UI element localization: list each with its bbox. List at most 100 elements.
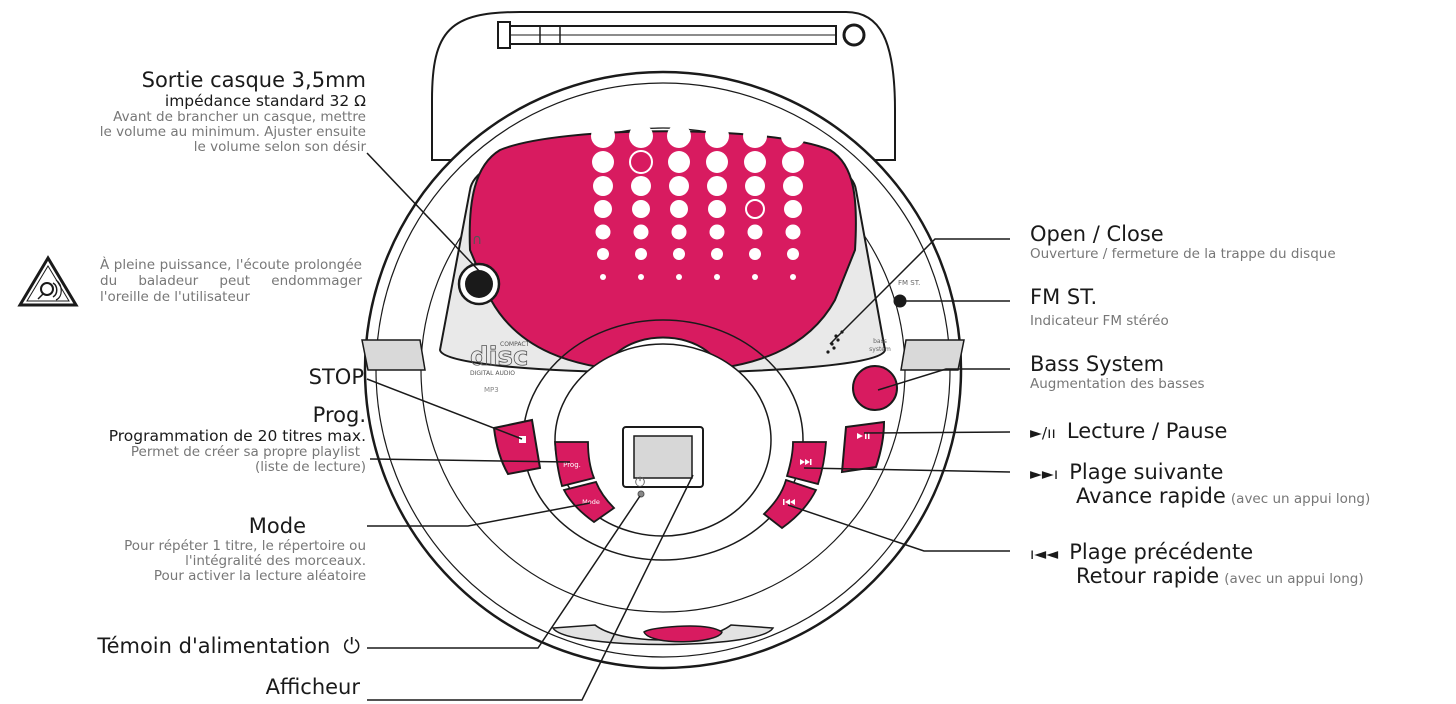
speaker-dot: [747, 224, 763, 240]
speaker-dot: [781, 124, 805, 148]
callout-next: [803, 467, 1011, 473]
speaker-dot: [785, 224, 801, 240]
open-close-title: Open / Close: [1030, 222, 1164, 246]
callout-open-close: [829, 238, 1010, 345]
fm-st-device-label: FM ST.: [898, 279, 920, 287]
headphone-title: Sortie casque 3,5mm: [141, 68, 366, 92]
next-symbol: ►►ı: [1030, 465, 1059, 483]
logo-mp3-text: MP3: [484, 386, 499, 394]
next-track-icon: [800, 459, 812, 465]
speaker-dot: [705, 124, 729, 148]
previous-button[interactable]: [762, 478, 818, 530]
next-line2: Avance rapide: [1076, 483, 1226, 508]
next-note: (avec un appui long): [1230, 490, 1371, 507]
stop-icon: [519, 436, 526, 443]
prog-button[interactable]: Prog.: [554, 441, 596, 488]
prog-desc-1: Permet de créer sa propre playlist: [130, 443, 360, 460]
power-led: [637, 490, 645, 498]
mode-desc-1: Pour répéter 1 titre, le répertoire ou: [124, 537, 366, 554]
play-pause-title: Lecture / Pause: [1066, 419, 1228, 443]
speaker-dot: [667, 124, 691, 148]
speaker-dot-grid: [591, 124, 805, 280]
speaker-dot: [787, 248, 799, 260]
speaker-dot: [706, 151, 728, 173]
speaker-dot: [631, 176, 651, 196]
speaker-dot: [595, 224, 611, 240]
compact-disc-logo: COMPACT disc DIGITAL AUDIO MP3: [470, 341, 530, 394]
open-close-callout: Open / Close Ouverture / fermeture de la…: [1030, 222, 1336, 262]
play-pause-icon: [857, 433, 870, 439]
power-title: Témoin d'alimentation: [97, 634, 331, 658]
speaker-dot: [749, 248, 761, 260]
lcd-display: [622, 426, 704, 488]
prev-note: (avec un appui long): [1224, 570, 1364, 587]
bass-title: Bass System: [1030, 352, 1165, 376]
speaker-dot: [632, 200, 650, 218]
display-title: Afficheur: [265, 675, 360, 699]
display-callout: Afficheur: [265, 675, 360, 700]
speaker-dot: [592, 151, 614, 173]
speaker-dot: [745, 199, 765, 219]
prog-button-label: Prog.: [563, 461, 581, 469]
previous-track-icon: [783, 499, 795, 505]
speaker-dot: [593, 176, 613, 196]
headphone-symbol: ∩: [472, 232, 482, 248]
stop-callout: STOP: [309, 365, 364, 390]
speaker-dot: [591, 124, 615, 148]
prog-desc-2: (liste de lecture): [254, 458, 366, 475]
prog-callout: Prog. Programmation de 20 titres max. Pe…: [109, 403, 366, 475]
prev-title: Plage précédente: [1069, 540, 1254, 564]
power-callout: Témoin d'alimentation ⏻: [97, 634, 360, 659]
hearing-warning-icon: [17, 255, 79, 307]
fm-st-title: FM ST.: [1030, 285, 1098, 309]
bass-label-1: bass: [873, 338, 887, 345]
speaker-dot: [744, 151, 766, 173]
headphone-subtitle: impédance standard 32 Ω: [164, 91, 366, 110]
speaker-dot: [600, 274, 606, 280]
speaker-dot: [709, 224, 725, 240]
headphone-desc-1: Avant de brancher un casque, mettre: [113, 108, 366, 125]
speaker-dot: [635, 248, 647, 260]
callout-stop: [366, 378, 523, 440]
play-pause-button[interactable]: [840, 420, 886, 474]
speaker-dot: [669, 176, 689, 196]
bass-callout: Bass System Augmentation des basses: [1030, 352, 1205, 392]
logo-digital-audio-text: DIGITAL AUDIO: [470, 370, 515, 377]
prev-callout: ı◄◄ Plage précédente Retour rapide (avec…: [1030, 540, 1364, 588]
speaker-dot: [676, 274, 682, 280]
next-button[interactable]: [785, 441, 827, 486]
fm-st-callout: FM ST. Indicateur FM stéréo: [1030, 285, 1169, 329]
speaker-dot: [633, 224, 649, 240]
warning-text: À pleine puissance, l'écoute prolongée d…: [100, 257, 362, 305]
callout-lines: [366, 152, 1011, 701]
fm-st-desc: Indicateur FM stéréo: [1030, 312, 1169, 329]
mode-desc-3: Pour activer la lecture aléatoire: [153, 567, 366, 584]
callout-prog: [369, 458, 571, 463]
next-title: Plage suivante: [1069, 460, 1224, 484]
speaker-dot: [671, 224, 687, 240]
callout-mode: [367, 502, 591, 527]
speaker-dot: [594, 200, 612, 218]
speaker-dot: [670, 200, 688, 218]
speaker-dot: [743, 124, 767, 148]
headphone-jack[interactable]: [457, 262, 501, 306]
speaker-dot: [782, 151, 804, 173]
speaker-dot: [745, 176, 765, 196]
mode-title: Mode: [248, 514, 306, 538]
play-pause-symbol: ►/ıı: [1030, 424, 1056, 442]
power-symbol-device: ⏻: [635, 475, 645, 490]
headphone-desc-2: le volume au minimum. Ajuster ensuite: [99, 123, 366, 140]
speaker-dot: [708, 200, 726, 218]
speaker-dot: [597, 248, 609, 260]
callout-power: [367, 495, 641, 649]
callout-play-pause: [863, 431, 1011, 434]
mode-button[interactable]: Mode: [562, 480, 616, 524]
side-bands: [361, 339, 965, 371]
bass-desc: Augmentation des basses: [1030, 375, 1205, 392]
speaker-dot: [784, 200, 802, 218]
next-callout: ►►ı Plage suivante Avance rapide (avec u…: [1030, 460, 1371, 508]
headphone-callout: Sortie casque 3,5mm impédance standard 3…: [99, 68, 366, 155]
bass-system-button[interactable]: [852, 365, 898, 411]
speaker-dot: [790, 274, 796, 280]
play-pause-callout: ►/ıı Lecture / Pause: [1030, 419, 1228, 444]
